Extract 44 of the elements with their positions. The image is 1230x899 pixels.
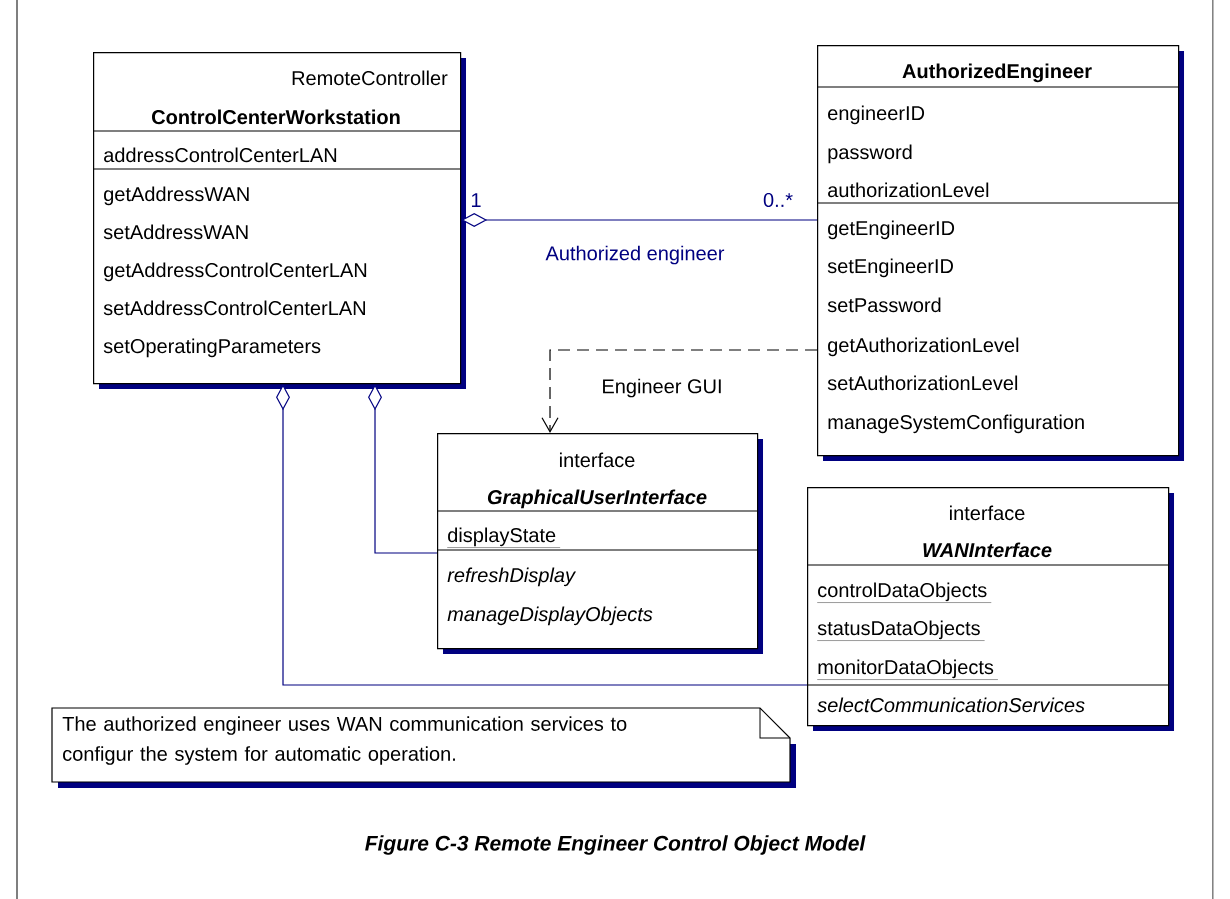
association-line [368, 384, 438, 554]
class-name: AuthorizedEngineer [902, 63, 1092, 83]
multiplicity-label: 1 [471, 193, 481, 207]
attribute-text: monitorDataObjects [817, 659, 999, 680]
operation-text: selectCommunicationServices [817, 697, 1085, 713]
operation-text: manageDisplayObjects [447, 606, 653, 626]
stereotype-label: interface [560, 452, 635, 468]
caption: Figure C-3 Remote Engineer Control Object Model [365, 835, 866, 855]
association-line [461, 213, 818, 227]
note-text: The authorized engineer uses WAN communication services to configur the system for automatic operation. [62, 716, 627, 765]
attribute-text: password [828, 144, 912, 164]
operation-text: setOperatingParameters [103, 338, 321, 358]
note-box [51, 707, 796, 788]
dependency-arrow [541, 349, 818, 433]
stereotype-label: RemoteController [292, 70, 448, 86]
operation-text: getAddressWAN [104, 186, 249, 206]
operation-text: manageSystemConfiguration [828, 414, 1084, 434]
operation-text: getAuthorizationLevel [828, 337, 1019, 357]
class-box [92, 52, 466, 389]
attribute-text: displayState [447, 527, 561, 548]
attribute-text: addressControlCenterLAN [104, 147, 337, 163]
attribute-text: authorizationLevel [828, 182, 989, 198]
edge-label: Engineer GUI [600, 377, 724, 399]
class-box [806, 487, 1174, 731]
operation-text: refreshDisplay [447, 567, 576, 587]
edge-label: Authorized engineer [544, 244, 726, 266]
association-line [276, 384, 808, 686]
class-box [816, 45, 1184, 461]
operation-text: setAddressWAN [103, 224, 248, 240]
class-name: ControlCenterWorkstation [152, 109, 400, 125]
class-box [436, 433, 763, 654]
multiplicity-label: 0..* [763, 192, 793, 208]
attribute-text: controlDataObjects [817, 582, 992, 603]
class-name: GraphicalUserInterface [487, 489, 707, 509]
stereotype-label: interface [950, 505, 1025, 521]
operation-text: getEngineerID [828, 220, 955, 240]
operation-text: setEngineerID [827, 258, 953, 278]
attribute-text: engineerID [828, 105, 925, 125]
attribute-text: statusDataObjects [817, 620, 985, 641]
class-name: WANInterface [923, 542, 1052, 558]
operation-text: getAddressControlCenterLAN [104, 262, 367, 282]
operation-text: setAddressControlCenterLAN [103, 300, 365, 316]
operation-text: setPassword [827, 297, 941, 313]
operation-text: setAuthorizationLevel [827, 375, 1018, 391]
